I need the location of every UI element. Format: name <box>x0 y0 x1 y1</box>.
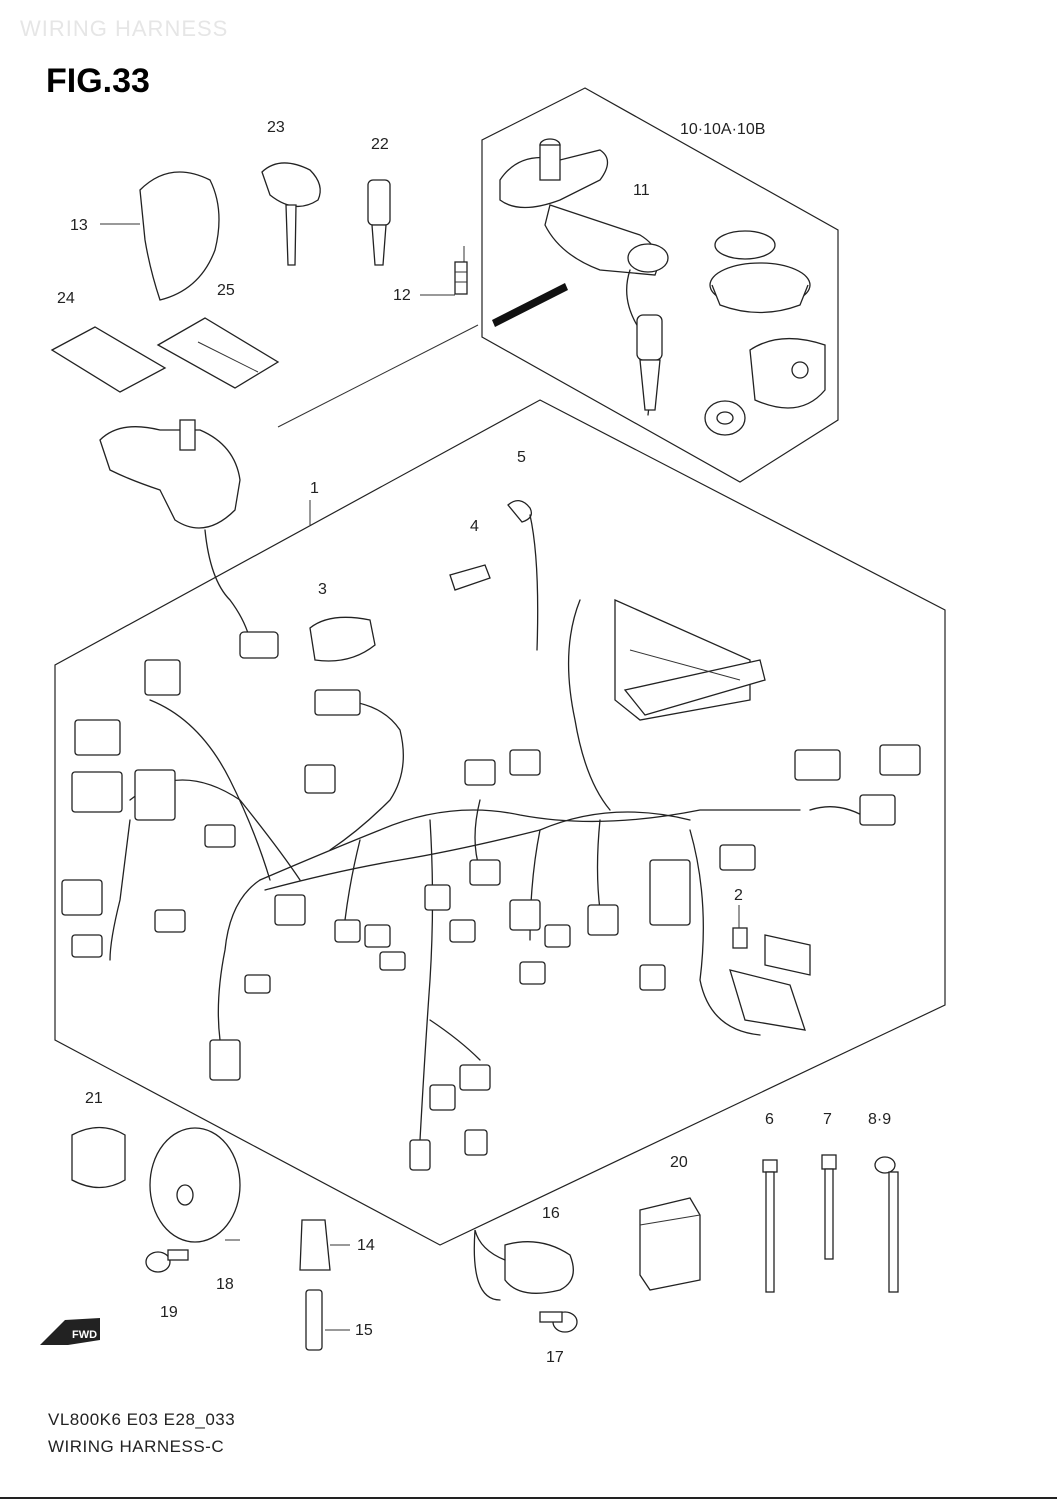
callout-19: 19 <box>160 1304 178 1321</box>
harness-connectors <box>61 659 921 1171</box>
callout-21: 21 <box>85 1090 103 1107</box>
ignition-switch-part <box>499 138 669 416</box>
sensor-bracket-part-16 <box>473 1229 574 1301</box>
bolt-part-19 <box>145 1249 189 1273</box>
callout-14: 14 <box>357 1237 375 1254</box>
key-part-23 <box>261 162 321 266</box>
ecu-module-part <box>614 598 766 721</box>
label-sheet-part-24 <box>50 326 167 393</box>
terminal-part-4 <box>449 564 491 591</box>
callout-20: 20 <box>670 1154 688 1171</box>
callout-13: 13 <box>70 217 88 234</box>
callout-22: 22 <box>371 136 389 153</box>
callout-1: 1 <box>310 480 319 497</box>
sensor-part-14 <box>299 1219 350 1271</box>
callout-15: 15 <box>355 1322 373 1339</box>
callout-8-9: 8·9 <box>868 1111 891 1128</box>
relay-block-part-20 <box>639 1197 701 1291</box>
handlebar-switch-part <box>99 419 279 659</box>
callout-16: 16 <box>542 1205 560 1222</box>
relay-part-21 <box>71 1126 126 1189</box>
clamp-part-8-9 <box>874 1156 899 1293</box>
connector-part-3 <box>309 616 376 662</box>
fwd-label: FWD <box>72 1329 97 1341</box>
key-cylinder-part <box>704 400 746 436</box>
callout-12: 12 <box>393 287 411 304</box>
forward-arrow-icon: FWD <box>40 1318 100 1345</box>
callout-11: 11 <box>633 182 650 199</box>
seat-lock-part <box>749 337 826 409</box>
bottom-border <box>0 1497 1057 1499</box>
callout-7: 7 <box>823 1111 832 1128</box>
sensor-part-15 <box>305 1289 350 1351</box>
leader-lines <box>309 500 740 928</box>
drawing-code: VL800K6 E03 E28_033 <box>48 1410 236 1429</box>
bolt-part-12 <box>420 261 468 296</box>
callout-2: 2 <box>734 887 743 904</box>
harness-box <box>54 399 946 1246</box>
clamp-part-7 <box>821 1154 837 1260</box>
cover-part-13 <box>100 171 220 301</box>
callout-numbers: 1 2 3 4 5 6 7 8·9 10·10A·10B 11 12 13 14… <box>57 119 891 1366</box>
callout-6: 6 <box>765 1111 774 1128</box>
callout-25: 25 <box>217 282 235 299</box>
callout-10: 10·10A·10B <box>680 121 765 138</box>
callout-17: 17 <box>546 1349 564 1366</box>
callout-3: 3 <box>318 581 327 598</box>
callout-5: 5 <box>517 449 526 466</box>
ignition-set-box <box>277 87 839 483</box>
callout-24: 24 <box>57 290 75 307</box>
callout-18: 18 <box>216 1276 234 1293</box>
key-blank-part-22 <box>367 179 391 266</box>
fuse-box-part <box>729 927 811 1031</box>
watermark-text: WIRING HARNESS <box>20 16 229 41</box>
callout-4: 4 <box>470 518 479 535</box>
drawing-title: WIRING HARNESS-C <box>48 1437 225 1456</box>
figure-title: FIG.33 <box>46 62 150 100</box>
horn-part-18 <box>149 1127 241 1243</box>
screw-part-17 <box>539 1311 578 1333</box>
cable-tie-part-6 <box>762 1159 778 1293</box>
callout-23: 23 <box>267 119 285 136</box>
label-sheet-part-25 <box>156 317 280 389</box>
wire-part-5 <box>507 500 539 651</box>
steering-lock-cap-part <box>709 230 811 314</box>
